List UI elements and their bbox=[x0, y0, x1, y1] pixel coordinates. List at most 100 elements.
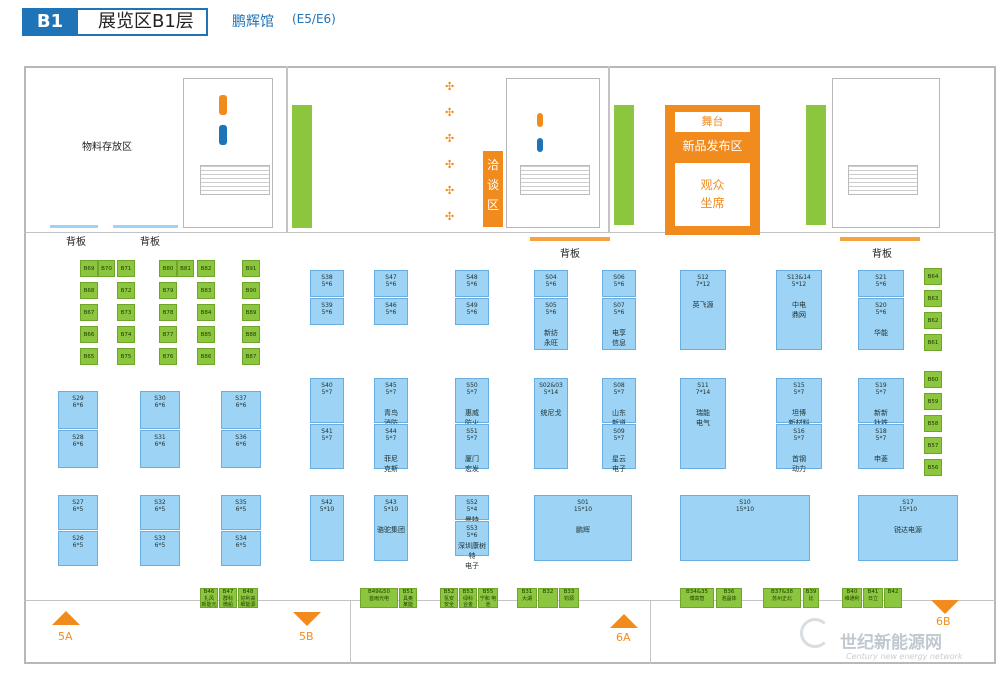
green-booth[interactable]: B65 bbox=[80, 348, 98, 365]
green-booth[interactable]: B88 bbox=[242, 326, 260, 343]
green-booth[interactable]: B74 bbox=[117, 326, 135, 343]
green-booth[interactable]: B81 bbox=[177, 260, 194, 277]
bottom-booth[interactable]: B32 bbox=[538, 588, 558, 608]
green-booth[interactable]: B67 bbox=[80, 304, 98, 321]
green-booth[interactable]: B61 bbox=[924, 334, 942, 351]
green-booth[interactable]: B66 bbox=[80, 326, 98, 343]
green-booth[interactable]: B79 bbox=[159, 282, 177, 299]
green-booth[interactable]: B57 bbox=[924, 437, 942, 454]
bottom-booth[interactable]: B42 bbox=[884, 588, 902, 608]
green-booth[interactable]: B84 bbox=[197, 304, 215, 321]
green-booth[interactable]: B59 bbox=[924, 393, 942, 410]
green-booth[interactable]: B60 bbox=[924, 371, 942, 388]
green-booth[interactable]: B90 bbox=[242, 282, 260, 299]
green-booth[interactable]: B69 bbox=[80, 260, 98, 277]
green-booth[interactable]: B56 bbox=[924, 459, 942, 476]
green-booth[interactable]: B89 bbox=[242, 304, 260, 321]
green-booth[interactable]: B70 bbox=[98, 260, 115, 277]
green-booth[interactable]: B62 bbox=[924, 312, 942, 329]
green-booth[interactable]: B83 bbox=[197, 282, 215, 299]
green-booth[interactable]: B87 bbox=[242, 348, 260, 365]
green-booth[interactable]: B91 bbox=[242, 260, 260, 277]
green-booth[interactable]: B76 bbox=[159, 348, 177, 365]
green-booth[interactable]: B68 bbox=[80, 282, 98, 299]
green-booth[interactable]: B72 bbox=[117, 282, 135, 299]
green-booth[interactable]: B82 bbox=[197, 260, 215, 277]
green-booth[interactable]: B75 bbox=[117, 348, 135, 365]
green-booth[interactable]: B64 bbox=[924, 268, 942, 285]
green-booth[interactable]: B80 bbox=[159, 260, 177, 277]
green-booth[interactable]: B85 bbox=[197, 326, 215, 343]
green-booth[interactable]: B77 bbox=[159, 326, 177, 343]
green-booth[interactable]: B71 bbox=[117, 260, 135, 277]
green-booth[interactable]: B63 bbox=[924, 290, 942, 307]
green-booth[interactable]: B58 bbox=[924, 415, 942, 432]
green-booth[interactable]: B86 bbox=[197, 348, 215, 365]
green-booth[interactable]: B78 bbox=[159, 304, 177, 321]
